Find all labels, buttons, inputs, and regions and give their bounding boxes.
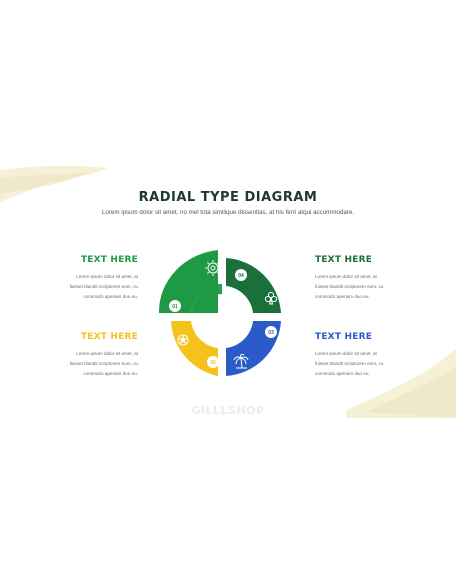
text-block-02: TEXT HERE Lorem ipsum dolor sit amet, at…: [42, 332, 138, 379]
badge-03: 03: [265, 326, 277, 338]
gear-icon: [205, 260, 221, 276]
text-block-04: TEXT HERE Lorem ipsum dolor sit amet, at…: [315, 255, 411, 302]
text-block-body: Lorem ipsum dolor sit amet, at fuisset b…: [69, 274, 138, 299]
badge-number: 03: [268, 330, 274, 336]
brush-stroke-left: [0, 165, 108, 202]
segment-01-outer: [158, 250, 218, 313]
brush-stroke-right: [346, 348, 456, 418]
diagram-title: RADIAL TYPE DIAGRAM: [138, 190, 318, 205]
badge-number: 04: [238, 273, 244, 279]
slide: RADIAL TYPE DIAGRAM Lorem ipsum dolor si…: [0, 148, 456, 418]
watermark: GILLLSHOP: [191, 404, 265, 417]
segment-04: [226, 258, 281, 313]
text-block-heading: TEXT HERE: [315, 255, 373, 265]
radial-diagram: 01 04 03 02: [158, 250, 281, 376]
text-block-heading: TEXT HERE: [80, 332, 138, 342]
football-icon: [177, 334, 189, 346]
badge-04: 04: [235, 269, 247, 281]
badge-number: 02: [210, 360, 216, 366]
inner-accent-arc: [193, 284, 222, 313]
diagram-subtitle: Lorem ipsum dolor sit amet, no mel tota …: [101, 209, 355, 216]
text-block-03: TEXT HERE Lorem ipsum dolor sit amet, at…: [315, 332, 411, 379]
palm-tree-icon: [233, 353, 249, 369]
badge-02: 02: [207, 356, 219, 368]
segment-02: [171, 321, 218, 376]
text-block-01: TEXT HERE Lorem ipsum dolor sit amet, at…: [42, 255, 138, 302]
badge-01: 01: [169, 300, 181, 312]
text-block-heading: TEXT HERE: [315, 332, 373, 342]
text-block-heading: TEXT HERE: [80, 255, 138, 265]
text-block-body: Lorem ipsum dolor sit amet, at fuisset b…: [315, 274, 384, 299]
text-block-body: Lorem ipsum dolor sit amet, at fuisset b…: [69, 351, 138, 376]
club-icon: [264, 291, 278, 305]
badge-number: 01: [172, 304, 178, 310]
text-block-body: Lorem ipsum dolor sit amet, at fuisset b…: [315, 351, 384, 376]
